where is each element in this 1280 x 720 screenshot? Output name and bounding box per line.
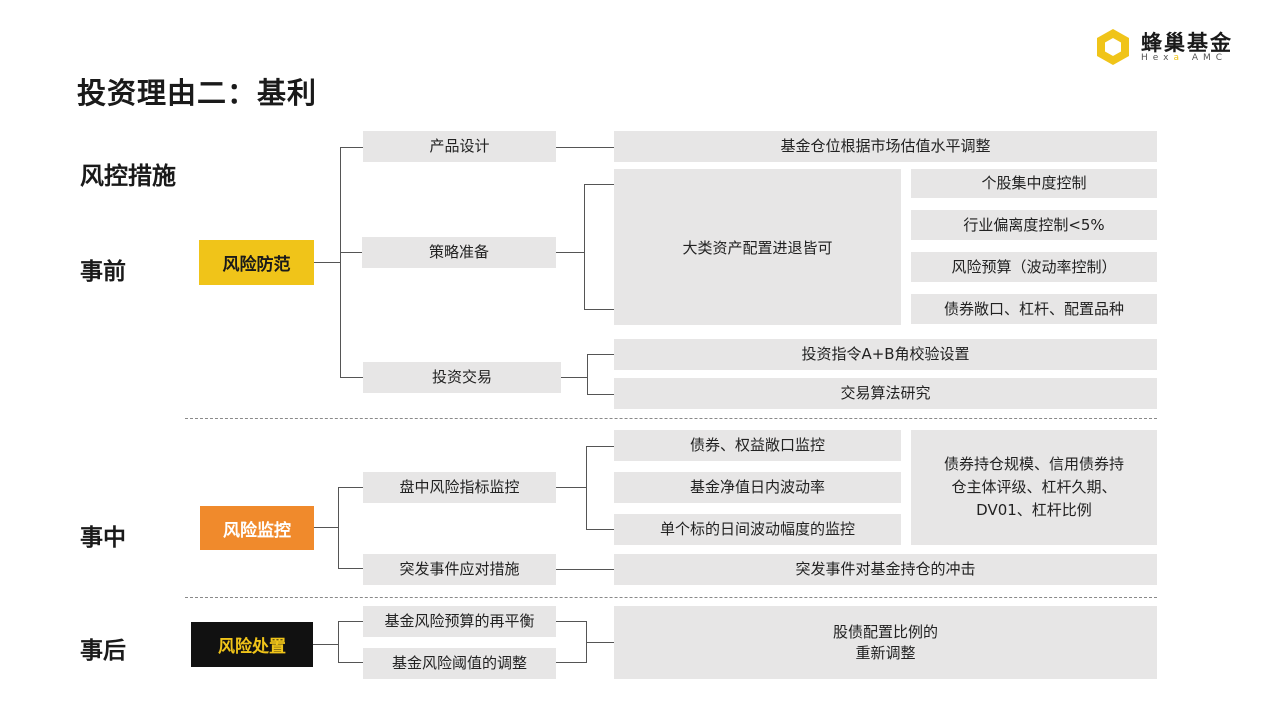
connector — [587, 354, 588, 395]
phase-before-label: 事前 — [80, 259, 126, 285]
connector — [338, 568, 363, 569]
trading-item: 投资指令A+B角校验设置 — [614, 339, 1157, 370]
connector — [314, 262, 340, 263]
phase-during-label: 事中 — [80, 525, 126, 551]
trading-item: 交易算法研究 — [614, 378, 1157, 409]
connector — [314, 527, 338, 528]
product-design-detail-box: 基金仓位根据市场估值水平调整 — [614, 131, 1157, 162]
strategy-item: 行业偏离度控制<5% — [911, 210, 1157, 240]
bond-metrics-line: DV01、杠杆比例 — [976, 501, 1092, 519]
strategy-item: 债券敞口、杠杆、配置品种 — [911, 294, 1157, 324]
category-risk-disposal: 风险处置 — [191, 622, 313, 667]
connector — [584, 184, 585, 310]
allocation-readjust-box: 股债配置比例的 重新调整 — [614, 606, 1157, 679]
connector — [340, 147, 363, 148]
emergency-detail-box: 突发事件对基金持仓的冲击 — [614, 554, 1157, 585]
connector — [586, 446, 587, 530]
connector — [338, 487, 339, 569]
monitoring-item: 债券、权益敞口监控 — [614, 430, 901, 461]
connector — [584, 184, 614, 185]
connector — [556, 621, 586, 622]
connector — [561, 377, 587, 378]
product-design-box: 产品设计 — [363, 131, 556, 162]
logo-text-cn: 蜂巢基金 — [1141, 31, 1233, 55]
connector — [340, 252, 362, 253]
section-divider — [185, 418, 1157, 419]
connector — [338, 621, 363, 622]
section-subtitle: 风控措施 — [80, 162, 176, 190]
allocation-readjust-line: 股债配置比例的 — [832, 622, 938, 641]
strategy-item: 风险预算（波动率控制） — [911, 252, 1157, 282]
connector — [584, 309, 614, 310]
asset-allocation-box: 大类资产配置进退皆可 — [614, 169, 901, 325]
connector — [556, 569, 614, 570]
monitoring-item: 单个标的日间波动幅度的监控 — [614, 514, 901, 545]
emergency-response-box: 突发事件应对措施 — [363, 554, 556, 585]
connector — [340, 377, 363, 378]
connector — [556, 662, 586, 663]
bond-metrics-box: 债券持仓规模、信用债券持 仓主体评级、杠杆久期、 DV01、杠杆比例 — [911, 430, 1157, 545]
category-risk-monitoring: 风险监控 — [200, 506, 314, 550]
intraday-monitoring-box: 盘中风险指标监控 — [363, 472, 556, 503]
logo: 蜂巢基金 Hexa AMC — [1093, 27, 1243, 67]
connector — [556, 487, 586, 488]
bond-metrics-line: 仓主体评级、杠杆久期、 — [951, 478, 1117, 496]
connector — [586, 446, 614, 447]
allocation-readjust-line: 重新调整 — [855, 643, 916, 662]
connector — [556, 252, 584, 253]
page-title: 投资理由二：基利 — [77, 76, 318, 110]
risk-budget-rebalance-box: 基金风险预算的再平衡 — [363, 606, 556, 637]
connector — [338, 662, 363, 663]
risk-threshold-adjust-box: 基金风险阈值的调整 — [363, 648, 556, 679]
hexagon-logo-icon — [1097, 29, 1129, 65]
strategy-prep-box: 策略准备 — [362, 237, 556, 268]
connector — [338, 487, 363, 488]
phase-after-label: 事后 — [80, 638, 126, 664]
connector — [338, 621, 339, 663]
section-divider — [185, 597, 1157, 598]
bond-metrics-line: 债券持仓规模、信用债券持 — [943, 455, 1124, 473]
connector — [586, 529, 614, 530]
connector — [587, 354, 614, 355]
connector — [556, 147, 614, 148]
connector — [586, 642, 614, 643]
investment-trading-box: 投资交易 — [363, 362, 561, 393]
connector — [340, 147, 341, 378]
logo-text-en: Hexa AMC — [1141, 53, 1228, 63]
monitoring-item: 基金净值日内波动率 — [614, 472, 901, 503]
connector — [587, 394, 614, 395]
connector — [313, 644, 338, 645]
category-risk-prevention: 风险防范 — [199, 240, 314, 285]
strategy-item: 个股集中度控制 — [911, 169, 1157, 198]
